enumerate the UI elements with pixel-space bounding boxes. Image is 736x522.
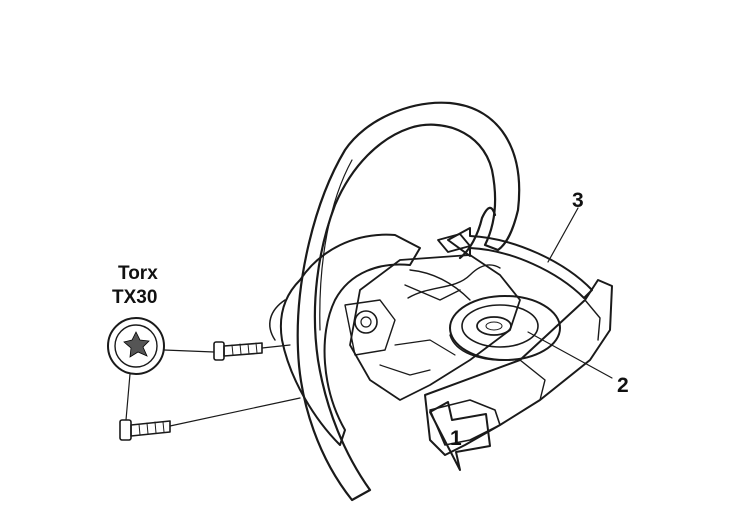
screw-icon: [119, 419, 171, 441]
torx-bit-icon: [107, 317, 165, 375]
tool-label-line2: TX30: [112, 287, 157, 308]
callout-1: 1: [450, 427, 462, 450]
airbag-cable: [407, 206, 501, 299]
wheel-hub-cover: [269, 233, 421, 446]
callout-3: 3: [572, 189, 584, 212]
removal-arrow-3: [447, 227, 593, 299]
steering-wheel-rim: [296, 101, 521, 502]
direction-arrow-1: [429, 401, 491, 471]
clock-spring: [449, 295, 561, 361]
callout-2: 2: [617, 374, 629, 397]
leader-lines: [125, 207, 613, 427]
hub-mechanism: [344, 254, 521, 401]
tool-label-line1: Torx: [118, 263, 158, 284]
screw-icon: [213, 341, 263, 361]
airbag-module: [424, 279, 613, 456]
